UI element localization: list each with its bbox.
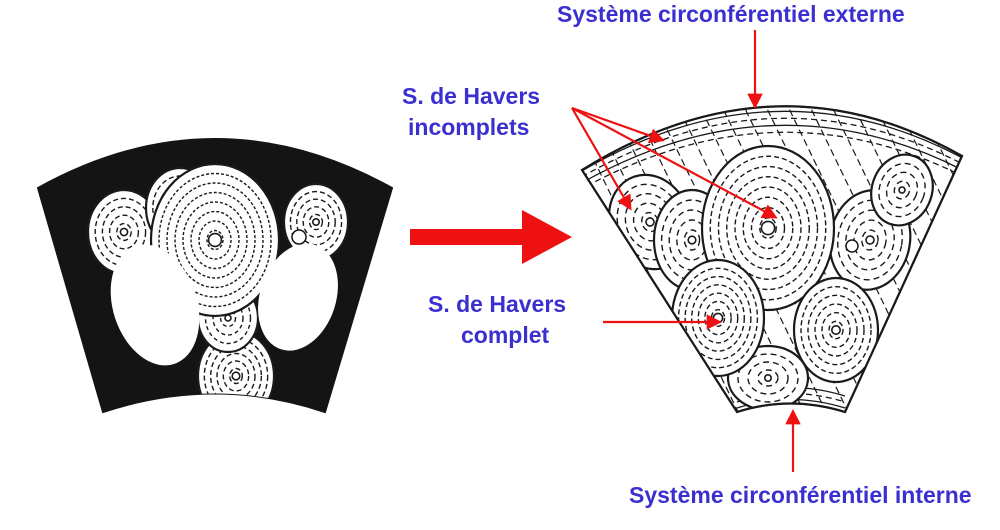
interstitial-line bbox=[735, 106, 897, 412]
interstitial-line bbox=[933, 106, 962, 412]
interstitial-line bbox=[647, 106, 809, 412]
right-osteon-group bbox=[607, 144, 934, 412]
transition-arrow bbox=[410, 210, 572, 264]
haversian-canal bbox=[830, 324, 841, 335]
lamella-ring bbox=[697, 292, 739, 344]
left-resorption-cavity-left bbox=[110, 244, 200, 366]
right-osteon bbox=[670, 258, 766, 378]
lamella-ring bbox=[747, 361, 789, 395]
lamella-ring bbox=[717, 165, 819, 291]
lamella-ring bbox=[757, 369, 779, 387]
lamella-ring bbox=[893, 180, 911, 200]
mature-bone-sector bbox=[580, 90, 1000, 420]
haversian-canal bbox=[687, 235, 697, 245]
arrow-incomplete-c bbox=[571, 106, 665, 144]
lamella-ring bbox=[837, 199, 903, 281]
lamella-ring bbox=[684, 275, 752, 361]
lamella-ring bbox=[750, 206, 786, 250]
lamella-ring bbox=[800, 285, 872, 375]
left-small-canal bbox=[291, 229, 307, 245]
arrow-incomplete-a bbox=[571, 107, 632, 211]
lamella-ring bbox=[206, 229, 224, 251]
lamella-ring bbox=[845, 209, 895, 271]
haversian-canal bbox=[119, 227, 129, 237]
interstitial-line bbox=[625, 106, 787, 412]
lamella-ring bbox=[174, 191, 256, 289]
haversian-canal bbox=[898, 186, 906, 194]
label-incomplete-haversian-line1: S. de Havers bbox=[402, 83, 541, 109]
haversian-canal bbox=[311, 218, 320, 227]
interstitial-line bbox=[823, 106, 962, 412]
interstitial-line bbox=[911, 106, 962, 412]
label-complete-haversian-line2: complet bbox=[461, 322, 550, 348]
haversian-canal bbox=[763, 373, 772, 382]
lamella-ring bbox=[861, 229, 879, 251]
lamella-ring bbox=[222, 360, 250, 392]
lamella-ring bbox=[807, 294, 865, 366]
lamella-ring bbox=[182, 201, 248, 279]
interstitial-line bbox=[955, 106, 962, 412]
lamella-ring bbox=[853, 219, 887, 261]
lamella-ring bbox=[814, 303, 858, 357]
lamella-ring bbox=[709, 155, 827, 301]
outer-lamella bbox=[582, 131, 962, 197]
interstitial-line bbox=[669, 106, 831, 412]
right-small-canal bbox=[845, 239, 859, 253]
interstitial-line bbox=[889, 106, 962, 412]
outer-circumferential-lamellae bbox=[582, 110, 962, 197]
haversian-canal bbox=[207, 232, 223, 248]
interstitial-line bbox=[757, 106, 919, 412]
outer-lamella bbox=[582, 124, 962, 190]
lamella-ring bbox=[704, 300, 732, 336]
label-complete-haversian-line1: S. de Havers bbox=[428, 291, 567, 317]
right-osteon bbox=[792, 276, 880, 384]
interstitial-line bbox=[978, 90, 1000, 420]
haversian-canal bbox=[865, 235, 875, 245]
lamella-ring bbox=[212, 300, 244, 336]
interstitial-line bbox=[603, 106, 765, 412]
arrow-incomplete-b bbox=[571, 107, 778, 219]
lamella-ring bbox=[158, 172, 272, 308]
left-resorption-cavity-right bbox=[258, 243, 338, 351]
lamella-ring bbox=[885, 171, 919, 209]
lamella-ring bbox=[878, 162, 926, 218]
label-incomplete-haversian-line2: incomplets bbox=[408, 114, 530, 140]
interstitial-line bbox=[867, 106, 962, 412]
outer-lamella bbox=[582, 117, 962, 183]
lamella-ring bbox=[828, 320, 844, 340]
haversian-canal bbox=[760, 220, 776, 236]
lamella-ring bbox=[302, 206, 330, 238]
immature-bone-sector bbox=[36, 138, 394, 414]
lamella-ring bbox=[308, 213, 324, 231]
outer-lamella bbox=[582, 110, 962, 176]
right-osteon bbox=[870, 153, 934, 227]
lamella-ring bbox=[108, 214, 140, 250]
lamella-ring bbox=[116, 222, 132, 242]
label-outer-circumferential-system: Système circonférentiel externe bbox=[557, 1, 905, 27]
pointer-arrows bbox=[571, 30, 801, 472]
interstitial-line bbox=[691, 106, 853, 412]
lamella-ring bbox=[190, 210, 240, 270]
lamella-ring bbox=[683, 229, 701, 251]
interstitial-line bbox=[801, 106, 962, 412]
lamella-ring bbox=[166, 182, 264, 298]
lamella-ring bbox=[726, 176, 810, 280]
lamella-ring bbox=[228, 367, 244, 385]
interstitial-line bbox=[713, 106, 875, 412]
lamella-ring bbox=[296, 198, 336, 246]
interstitial-line bbox=[845, 106, 962, 412]
haversian-canal bbox=[231, 371, 241, 381]
label-inner-circumferential-system: Système circonférentiel interne bbox=[629, 482, 972, 508]
lamella-ring bbox=[734, 186, 802, 270]
lamella-ring bbox=[737, 353, 799, 403]
lamella-ring bbox=[821, 311, 851, 349]
interstitial-line bbox=[779, 106, 941, 412]
lamella-ring bbox=[691, 284, 745, 352]
lamella-ring bbox=[677, 267, 759, 369]
haversian-canal bbox=[645, 217, 655, 227]
lamella-ring bbox=[742, 196, 794, 260]
lamella-ring bbox=[198, 220, 232, 260]
